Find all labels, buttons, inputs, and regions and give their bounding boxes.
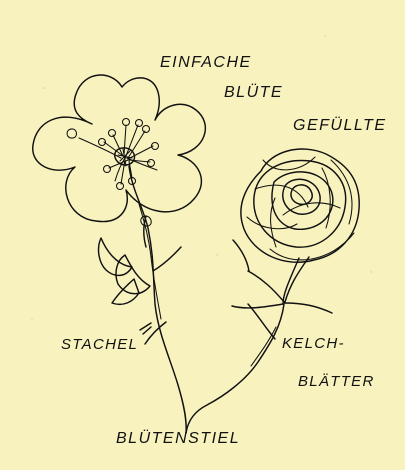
double-flower-stem (186, 304, 284, 433)
anther (123, 119, 130, 126)
anther (109, 130, 116, 137)
sepals (232, 240, 332, 313)
double-flower-inner-swirl (272, 172, 333, 229)
leaf (116, 255, 150, 294)
paper-speck (324, 35, 325, 36)
anther (143, 126, 150, 133)
paper-speck (216, 254, 217, 255)
leaf-stalk (153, 247, 181, 271)
label-simple-flower-line1: EINFACHE (160, 54, 252, 71)
paper-speck (370, 271, 371, 272)
detached-anther (67, 129, 76, 138)
label-simple-flower-line2: BLÜTE (224, 83, 283, 101)
thorn-mark (140, 323, 151, 334)
anther (104, 166, 111, 173)
simple-flower-stem-double-line (139, 204, 161, 319)
label-double-flower: GEFÜLLTE (293, 116, 387, 134)
sepal (232, 304, 283, 308)
anther (136, 120, 143, 127)
anther (117, 183, 124, 190)
label-sepals-line1: KELCH- (282, 335, 345, 352)
paper-speck (31, 318, 32, 319)
stamen-filaments (104, 125, 153, 184)
simple-flower-leaf-cluster (99, 216, 181, 304)
sepal-tip (233, 240, 249, 271)
anther (148, 160, 155, 167)
sepal (285, 303, 332, 313)
sepal (248, 271, 285, 303)
label-flower-stem: BLÜTENSTIEL (116, 429, 240, 447)
sepal (283, 258, 299, 304)
simple-flower-drawing (33, 75, 206, 433)
label-thorn: STACHEL (61, 336, 138, 353)
sepals-pointer (248, 304, 275, 339)
label-sepals-line2: BLÄTTER (298, 373, 375, 390)
double-flower-stem-double-line (251, 327, 276, 366)
double-flower-drawing (186, 149, 359, 433)
leaf (99, 238, 132, 275)
paper-speck (43, 87, 45, 89)
